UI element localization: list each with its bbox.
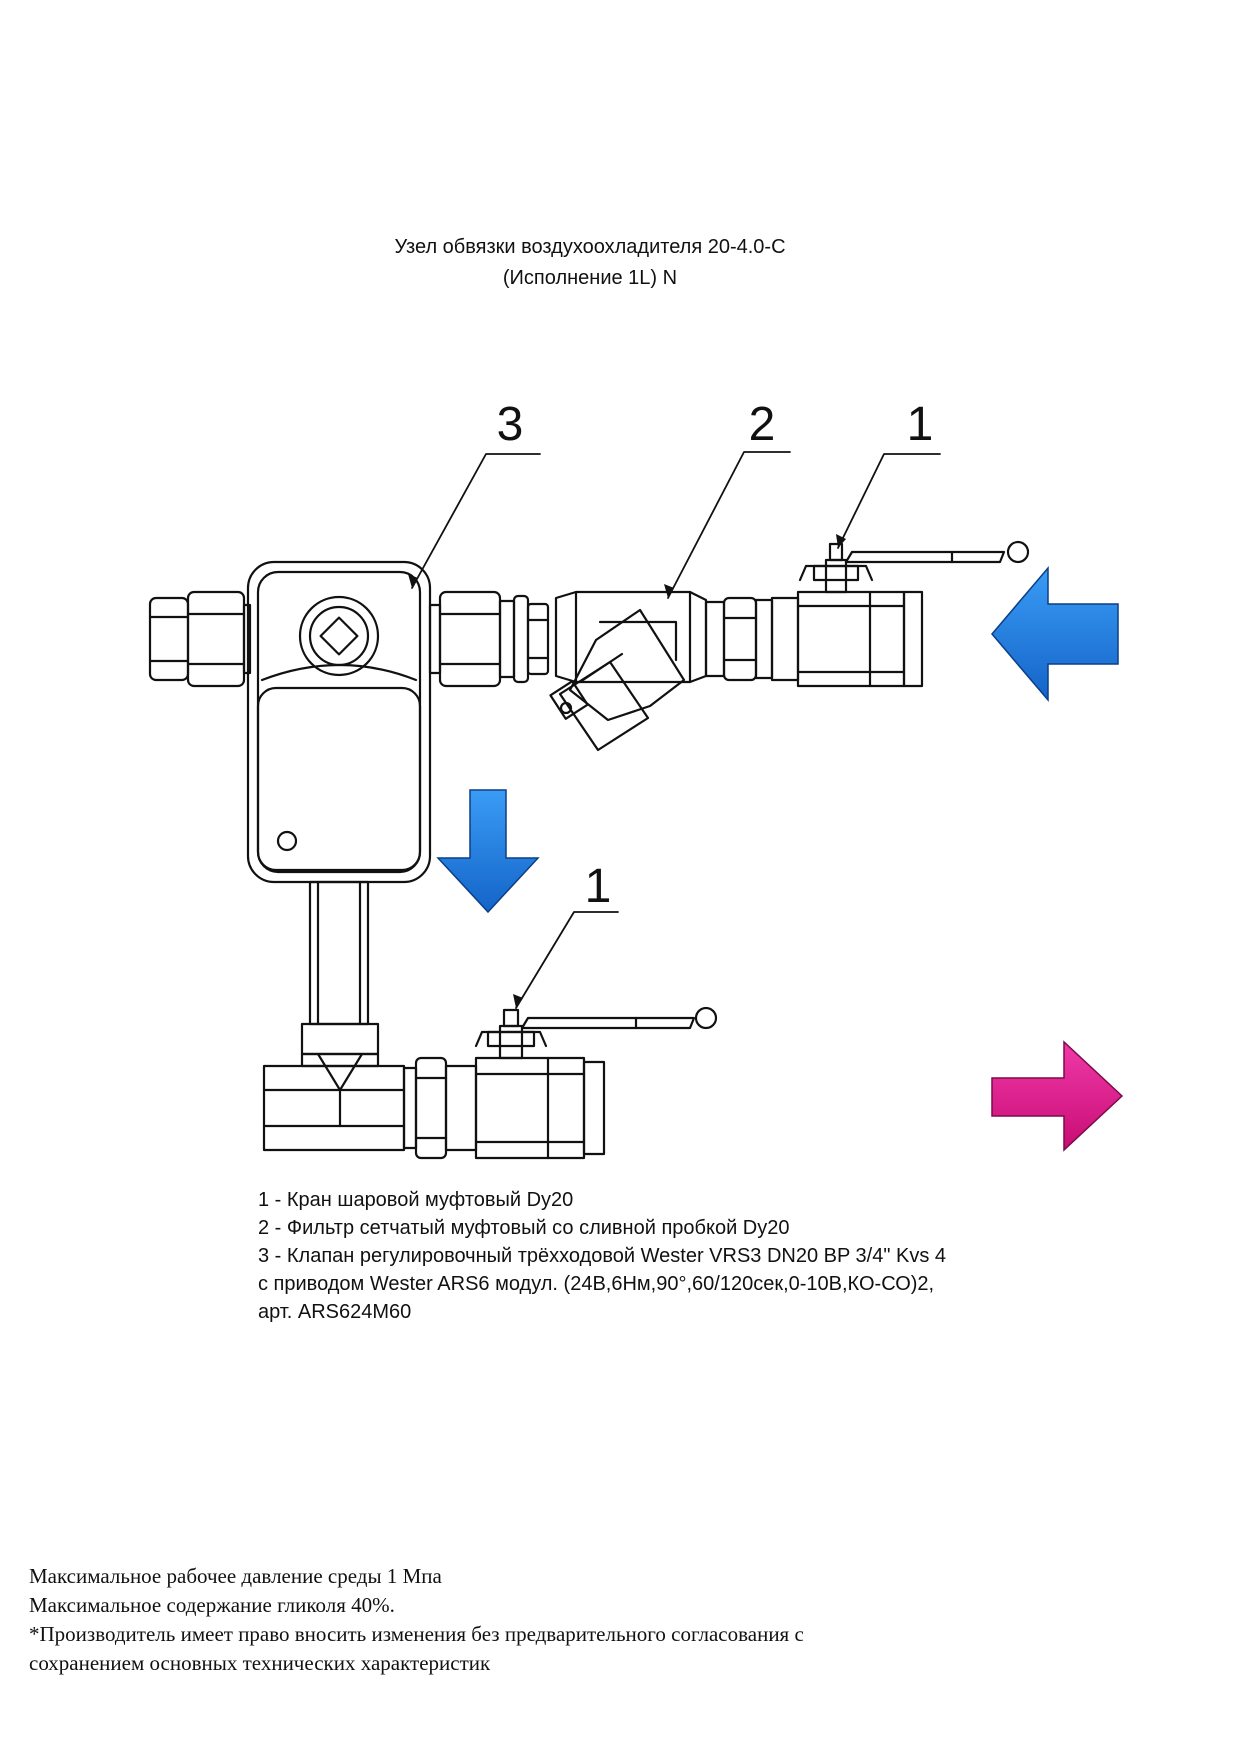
right-union-fitting [428,590,550,688]
callout-3: 3 [497,398,524,451]
legend-item-1: 1 - Кран шаровой муфтовый Dy20 [258,1189,574,1211]
title-line-2: (Исполнение 1L) N [502,267,678,289]
note-disclaimer: *Производитель имеет право вносить измен… [29,1622,804,1646]
note-max-glycol: Максимальное содержание гликоля 40%. [29,1593,395,1617]
diagram-title: Узел обвязки воздухоохладителя 20-4.0-C … [0,232,1180,294]
note-disclaimer-cont: сохранением основных технических характе… [29,1651,491,1675]
inflow-arrow-left [991,565,1119,703]
tee-fitting [262,1022,406,1152]
outflow-arrow-right [991,1040,1124,1152]
callout-1-lower: 1 [585,860,612,913]
callout-2: 2 [749,398,776,451]
left-union-fitting [148,590,252,688]
callout-leaders [411,451,941,1009]
parts-legend: 1 - Кран шаровой муфтовый Dy20 2 - Фильт… [258,1186,946,1326]
legend-item-3: 3 - Клапан регулировочный трёхходовой We… [258,1245,947,1267]
legend-item-3-cont: с приводом Wester ARS6 модул. (24В,6Нм,9… [258,1273,935,1295]
legend-item-2: 2 - Фильтр сетчатый муфтовый со сливной … [258,1217,790,1239]
ball-valve-lower [402,1006,718,1160]
flow-arrow-down [436,789,540,914]
ball-valve-upper [770,540,1030,688]
leader-arrowheads [408,534,846,1008]
note-max-pressure: Максимальное рабочее давление среды 1 Мп… [29,1564,442,1588]
title-line-1: Узел обвязки воздухоохладителя 20-4.0-C [394,236,786,258]
three-way-valve-actuator [246,560,432,1026]
callout-1-upper: 1 [907,398,934,451]
strainer-filter [549,590,774,752]
legend-item-3-article: арт. ARS624M60 [258,1301,412,1323]
footnotes: Максимальное рабочее давление среды 1 Мп… [29,1562,804,1678]
